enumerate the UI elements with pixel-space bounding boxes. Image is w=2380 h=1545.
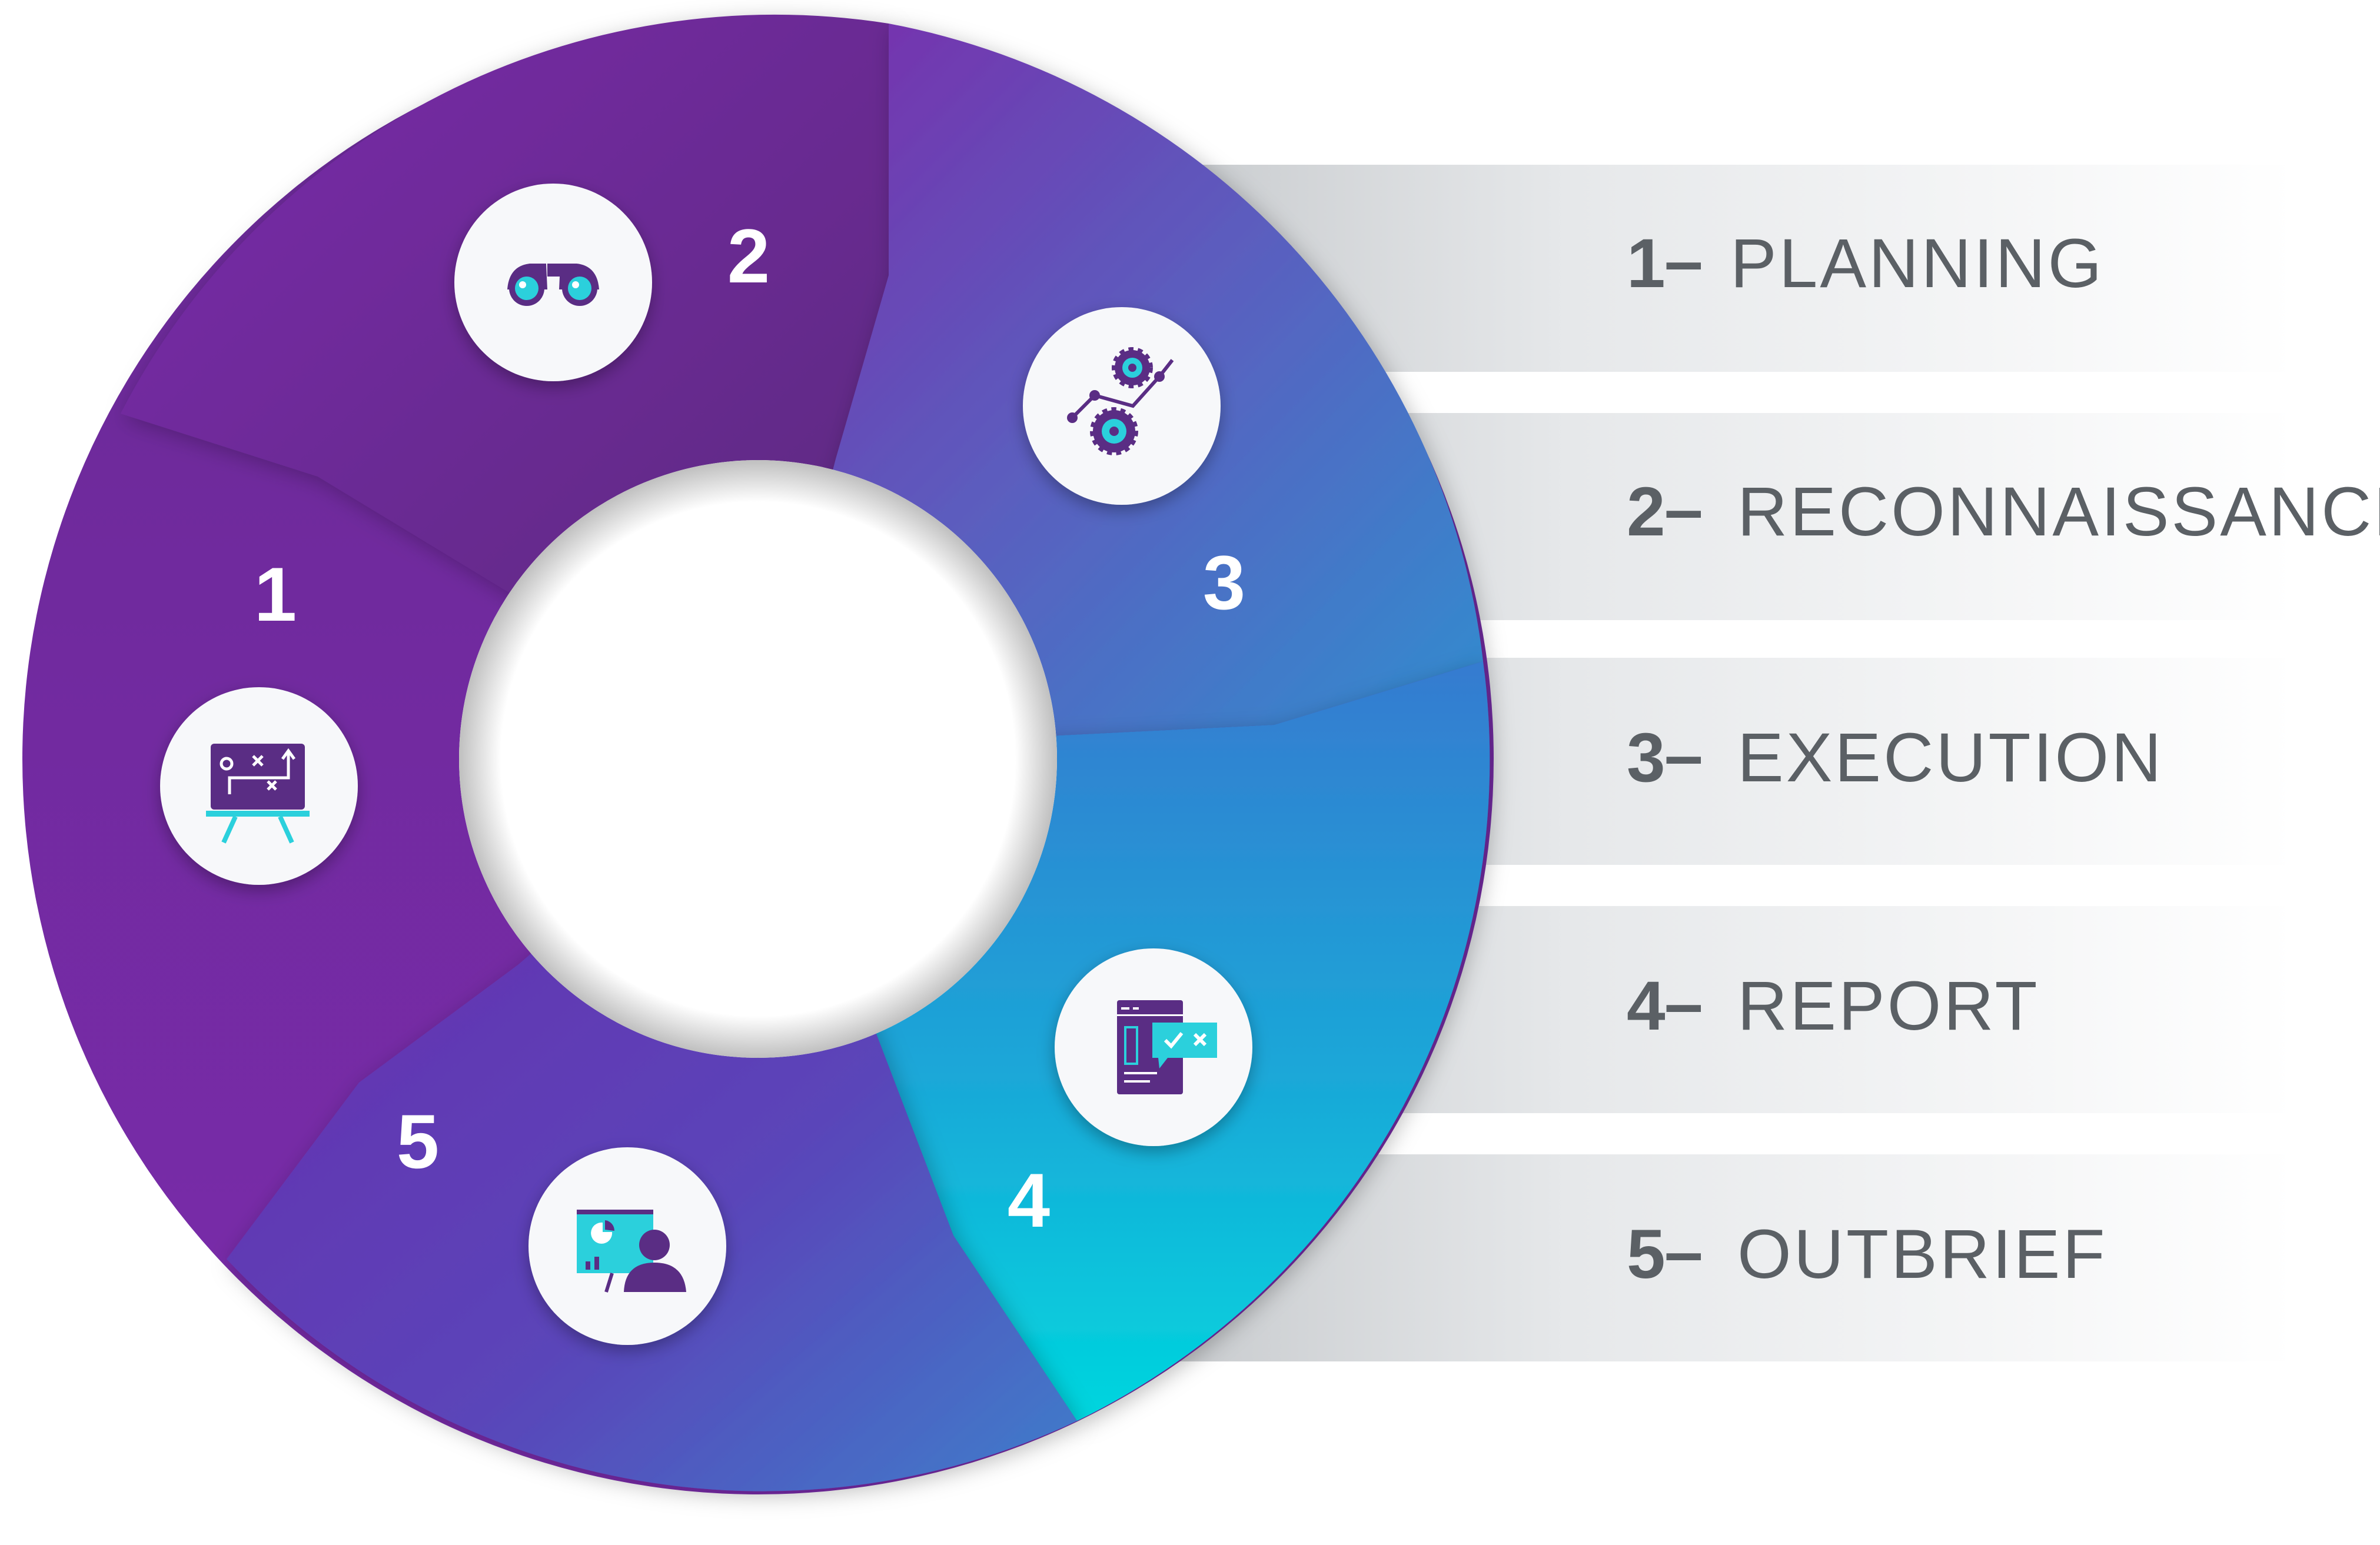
segment-number-1: 1	[254, 551, 297, 637]
separator: –	[1664, 222, 1703, 300]
svg-text:5: 5	[1627, 1216, 1666, 1293]
segment-number-5: 5	[397, 1098, 439, 1184]
step-label-text-3: EXECUTION	[1737, 719, 2163, 797]
step-label-1: 1 – PLANNING	[1627, 222, 2104, 302]
step-label-text-5: OUTBRIEF	[1737, 1216, 2108, 1293]
step-labels: 1 – PLANNING 2 – RECONNAISSANCE 3 – EXEC…	[1627, 222, 2380, 1293]
step-label-4: 4 – REPORT	[1627, 965, 2040, 1045]
binoculars-icon	[507, 264, 599, 306]
strategy-board-icon	[206, 744, 310, 844]
segment-number-4: 4	[1008, 1157, 1050, 1243]
step-label-3: 3 – EXECUTION	[1627, 717, 2163, 797]
segment-number-2: 2	[727, 213, 770, 299]
step-label-5: 5 – OUTBRIEF	[1627, 1213, 2108, 1293]
icon-badge-3	[1023, 307, 1221, 505]
segment-number-3: 3	[1203, 540, 1245, 625]
svg-text:1: 1	[1627, 225, 1666, 302]
report-document-icon	[1117, 1000, 1217, 1094]
svg-text:4: 4	[1627, 967, 1666, 1045]
svg-text:2: 2	[1627, 473, 1666, 551]
separator: –	[1664, 717, 1703, 794]
separator: –	[1664, 471, 1703, 548]
icon-badge-5	[528, 1147, 726, 1345]
icon-badge-1	[160, 687, 358, 885]
presentation-icon	[577, 1210, 686, 1293]
step-label-text-1: PLANNING	[1730, 225, 2104, 302]
separator: –	[1664, 965, 1703, 1043]
label-bands	[1177, 165, 2295, 1361]
step-label-2: 2 – RECONNAISSANCE	[1627, 471, 2380, 551]
separator: –	[1664, 1213, 1703, 1291]
gears-chart-icon	[1067, 347, 1174, 455]
icon-badge-4	[1055, 948, 1252, 1146]
label-band-5	[1177, 1154, 2295, 1361]
step-label-text-2: RECONNAISSANCE	[1737, 473, 2380, 551]
step-label-text-4: REPORT	[1737, 967, 2040, 1045]
segment-5	[227, 759, 1077, 1491]
svg-text:3: 3	[1627, 719, 1666, 797]
icon-badge-2	[454, 184, 652, 381]
